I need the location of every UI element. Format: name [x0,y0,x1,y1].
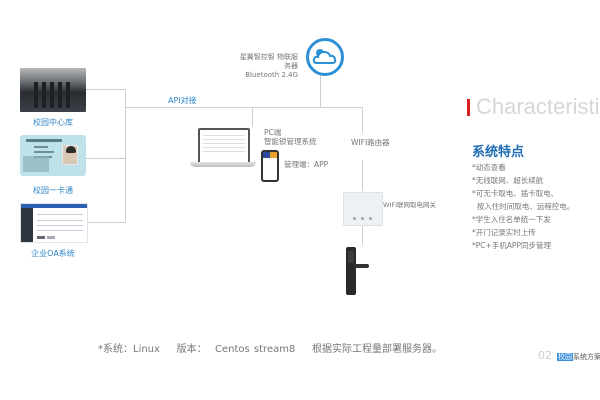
connector-gateway-lock [362,225,363,245]
feature-item: *无线联网、超长续航 [472,176,544,185]
characteristics-title: Characteristi [476,94,600,119]
connector-pc-vertical [252,107,253,127]
connector-router-gateway [362,160,363,191]
pc-line-1: PC端 [264,128,282,137]
wifi-router-label: WIFI路由器 [351,138,390,147]
feature-item: *动态查看 [472,163,506,172]
source-label-campus-db: 校园中心库 [33,118,73,127]
door-lock-handle [354,264,369,268]
pc-line-2: 智能锁管理系统 [264,137,317,146]
connector-wifi-vertical [362,107,363,133]
gateway-image [343,192,383,226]
cloud-line-1: 星翼智控智 物联服 [239,53,298,61]
feature-item: 按入住时间取电、远程控电。 [472,202,575,211]
laptop-image [198,128,250,164]
connector-server [86,89,126,90]
laptop-base [190,162,256,167]
cloud-line-3: Bluetooth 2.4G [245,71,298,79]
oa-system-screenshot [20,203,88,243]
app-label: 管理端：APP [284,160,329,169]
feature-item: *可无卡取电、插卡取电、 [472,189,559,198]
features-heading: 系统特点 [472,145,525,160]
api-label: API对接 [168,96,197,105]
cloud-icon [306,38,344,76]
connector-main-horizontal [125,107,363,108]
page-title-rest: 系统方案 [573,353,600,361]
page-number: 02 [538,349,552,362]
connector-card [86,158,126,159]
source-label-campus-card: 校园一卡通 [33,186,73,195]
connector-vertical-left [125,89,126,223]
gateway-label: WIFI联网取电网关 [383,201,436,209]
page-title-highlight: 校园 [557,353,573,361]
door-lock-image [346,247,356,295]
feature-item: *PC+手机APP同步管理 [472,241,551,250]
cloud-server-label: 星翼智控智 物联服 务器 Bluetooth 2.4G [218,53,298,80]
source-label-oa: 企业OA系统 [31,249,75,258]
connector-oa [86,222,126,223]
cloud-line-2: 务器 [284,62,298,70]
connector-cloud-vertical [320,75,321,107]
accent-bar [467,99,470,116]
phone-image [261,150,279,182]
pc-label: PC端 智能锁管理系统 [264,128,317,146]
features-list: *动态查看 *无线联网、超长续航 *可无卡取电、插卡取电、 按入住时间取电、远程… [472,161,574,252]
campus-card-image [20,135,86,176]
feature-item: *开门记录实时上传 [472,228,536,237]
footer-note: *系统：Linux 版本： Centos stream8 根据实际工程量部署服务… [98,344,443,355]
page-title: 校园系统方案 [557,352,600,362]
server-room-image [20,68,86,112]
feature-item: *学生入住名单统一下发 [472,215,551,224]
